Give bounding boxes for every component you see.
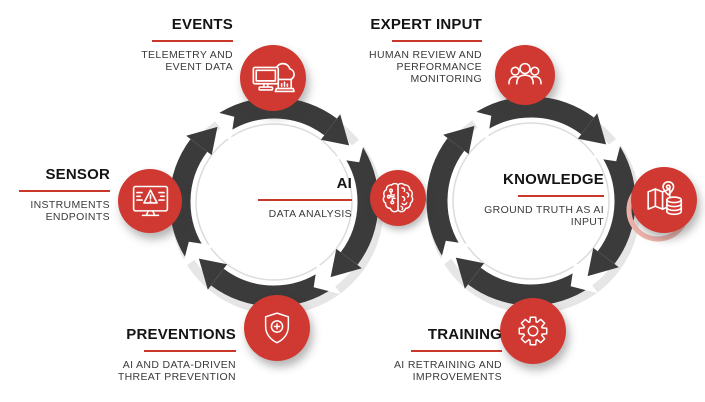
label-preventions: PREVENTIONS AI AND DATA-DRIVEN THREAT PR… (118, 326, 236, 383)
ai-brain-icon (382, 182, 414, 213)
title-underline (144, 350, 236, 352)
label-events: EVENTS TELEMETRY AND EVENT DATA (141, 16, 233, 73)
node-preventions (244, 295, 310, 361)
block-description: AI RETRAINING AND IMPROVEMENTS (393, 359, 502, 383)
cloud-computers-icon (252, 62, 295, 93)
title-underline (411, 350, 502, 352)
title-underline (392, 40, 482, 42)
block-description: TELEMETRY AND EVENT DATA (141, 49, 233, 73)
node-expert-input (495, 45, 555, 105)
label-training: TRAINING AI RETRAINING AND IMPROVEMENTS (394, 326, 502, 383)
label-sensor: SENSOR INSTRUMENTS ENDPOINTS (19, 166, 110, 223)
node-knowledge (631, 167, 697, 233)
node-sensor (118, 169, 182, 233)
block-description: DATA ANALYSIS (268, 208, 352, 220)
gear-icon (518, 316, 548, 346)
block-description: INSTRUMENTS ENDPOINTS (30, 199, 110, 223)
user-group-icon (508, 62, 542, 85)
map-database-icon (647, 180, 683, 216)
block-description: GROUND TRUTH AS AI INPUT (484, 204, 604, 228)
block-title: AI (336, 175, 352, 192)
label-ai: AI DATA ANALYSIS (258, 175, 352, 220)
label-expert-input: EXPERT INPUT HUMAN REVIEW AND PERFORMANC… (369, 16, 482, 85)
block-title: PREVENTIONS (126, 326, 236, 343)
block-description: HUMAN REVIEW AND PERFORMANCE MONITORING (369, 49, 482, 85)
node-ai (370, 170, 426, 226)
block-title: TRAINING (427, 326, 502, 343)
node-events (240, 45, 306, 111)
node-training (500, 298, 566, 364)
title-underline (258, 199, 352, 201)
block-description: AI AND DATA-DRIVEN THREAT PREVENTION (117, 359, 236, 383)
label-knowledge: KNOWLEDGE GROUND TRUTH AS AI INPUT (484, 171, 604, 228)
title-underline (152, 40, 233, 42)
monitor-alert-icon (132, 185, 168, 216)
shield-plus-icon (264, 312, 290, 344)
block-title: KNOWLEDGE (503, 171, 604, 188)
block-title: EXPERT INPUT (370, 16, 482, 33)
title-underline (518, 195, 604, 197)
block-title: EVENTS (171, 16, 233, 33)
block-title: SENSOR (45, 166, 110, 183)
title-underline (19, 190, 110, 192)
